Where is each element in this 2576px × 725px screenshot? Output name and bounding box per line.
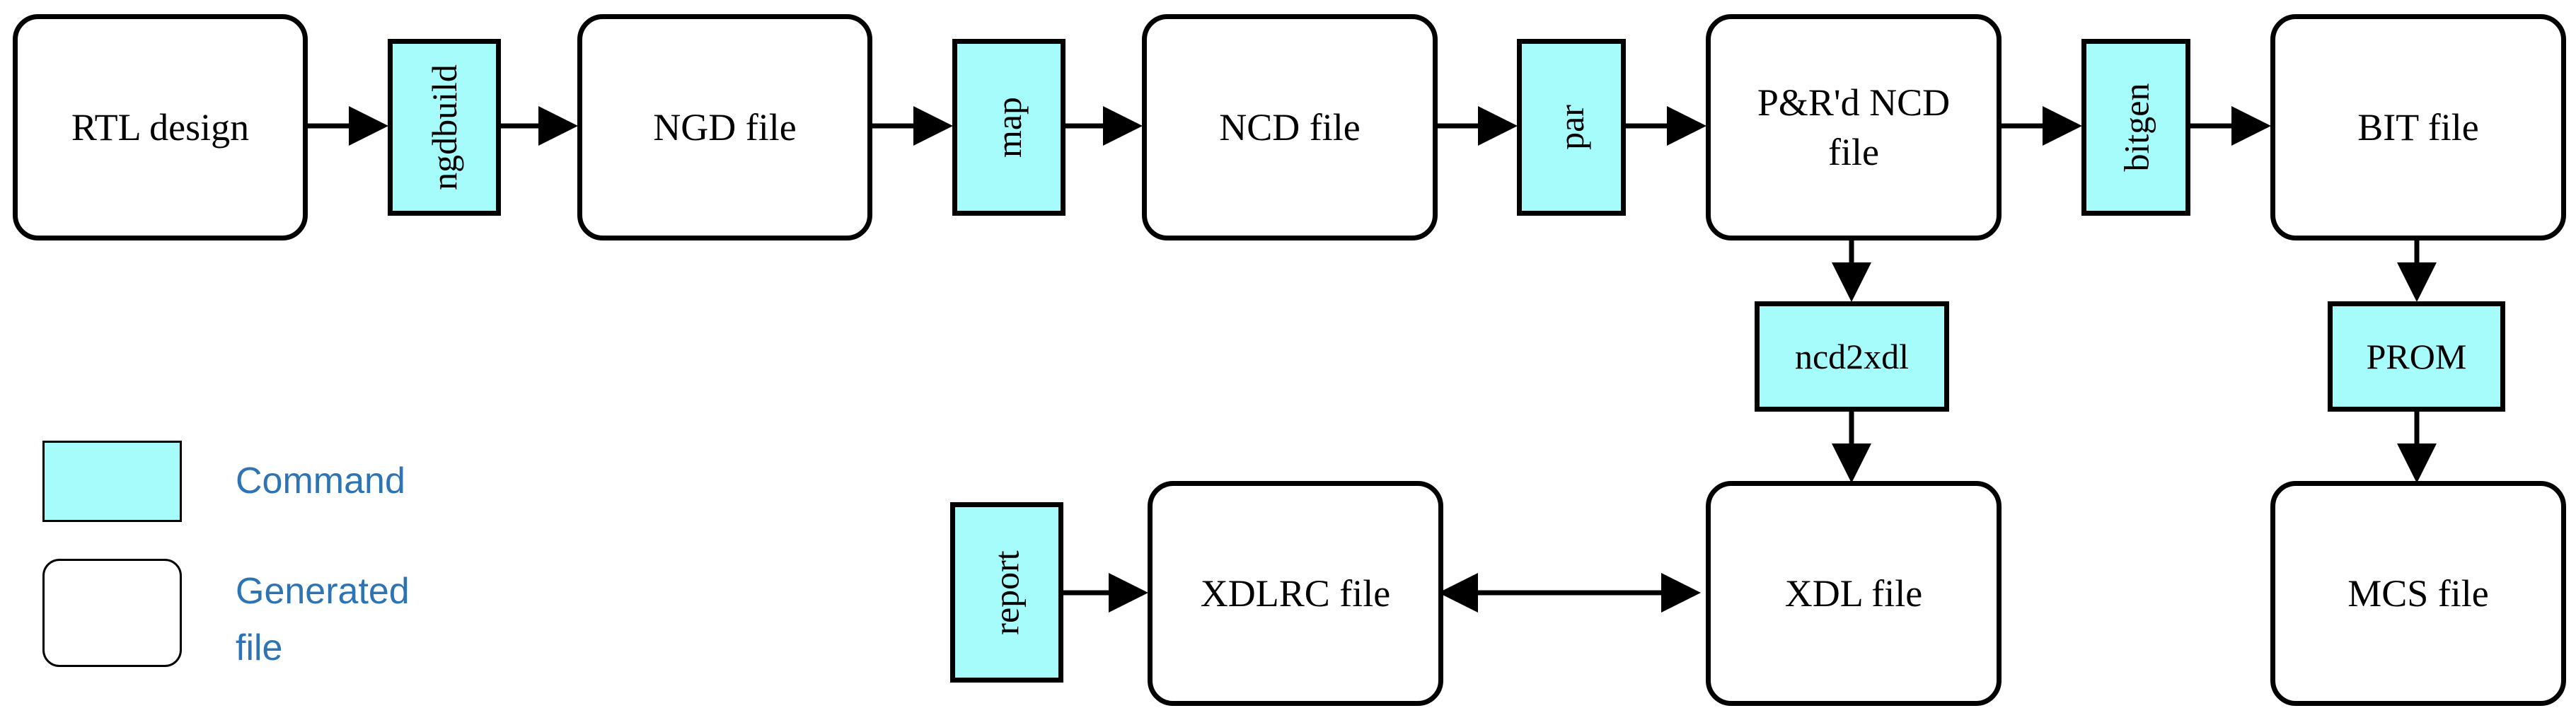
ncd-file-node: NCD file bbox=[1142, 14, 1438, 240]
xdl-file-node: XDL file bbox=[1706, 481, 2002, 706]
ncd2xdl-command: ncd2xdl bbox=[1755, 301, 1949, 412]
bitgen-command: bitgen bbox=[2081, 39, 2190, 216]
legend-file-label: Generated file bbox=[236, 571, 410, 668]
legend-file-swatch bbox=[42, 559, 182, 667]
legend-command-swatch bbox=[42, 441, 182, 522]
ngdbuild-command: ngdbuild bbox=[388, 39, 501, 216]
bit-file-node: BIT file bbox=[2270, 14, 2566, 240]
prom-command: PROM bbox=[2328, 301, 2505, 412]
rtl-design-node: RTL design bbox=[13, 14, 308, 240]
xdlrc-file-node: XDLRC file bbox=[1148, 481, 1443, 706]
map-command: map bbox=[952, 39, 1065, 216]
legend-command-label: Command bbox=[236, 460, 405, 501]
pr-ncd-file-node: P&R'd NCD file bbox=[1706, 14, 2002, 240]
par-command: par bbox=[1517, 39, 1626, 216]
ngd-file-node: NGD file bbox=[577, 14, 872, 240]
mcs-file-node: MCS file bbox=[2270, 481, 2566, 706]
report-command: report bbox=[950, 502, 1063, 683]
